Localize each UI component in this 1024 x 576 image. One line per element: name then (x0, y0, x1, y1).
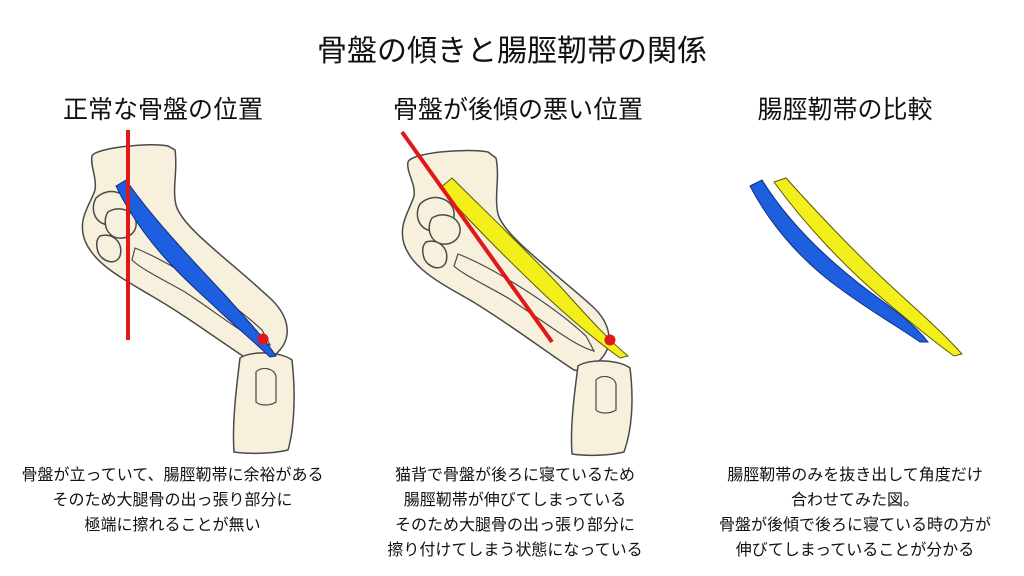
caption-line: そのため大腿骨の出っ張り部分に (52, 490, 293, 509)
caption-line: 骨盤が後傾で後ろに寝ている時の方が (718, 515, 991, 534)
caption-normal: 骨盤が立っていて、腸脛靭帯に余裕がある そのため大腿骨の出っ張り部分に 極端に擦… (0, 462, 345, 537)
femoral-head (428, 214, 461, 245)
caption-line: 擦り付けてしまう状態になっている (387, 540, 643, 559)
panel-heading-posterior-tilt: 骨盤が後傾の悪い位置 (392, 95, 643, 124)
panel-heading-comparison: 腸脛靭帯の比較 (757, 95, 933, 124)
normal-iliotibial-band (749, 179, 930, 343)
stretched-iliotibial-band (773, 177, 963, 357)
diagram-title: 骨盤の傾きと腸脛靭帯の関係 (317, 34, 707, 69)
obturator (421, 240, 448, 269)
caption-comparison: 腸脛靭帯のみを抜き出して角度だけ 合わせてみた図。 骨盤が後傾で後ろに寝ている時… (690, 462, 1020, 562)
stretched-iliotibial-band (439, 177, 630, 359)
fibula (255, 367, 277, 406)
posterior-tilt-figure (400, 130, 633, 457)
fibula (595, 375, 617, 414)
caption-line: 猫背で骨盤が後ろに寝ているため (394, 465, 635, 484)
caption-line: 腸脛靭帯のみを抜き出して角度だけ (727, 465, 983, 484)
panel-heading-normal: 正常な骨盤の位置 (62, 95, 263, 124)
caption-line: そのため大腿骨の出っ張り部分に (394, 515, 635, 534)
obturator (95, 234, 122, 263)
caption-line: 伸びてしまっていることが分かる (735, 540, 975, 559)
normal-iliotibial-band (115, 179, 277, 358)
caption-line: 腸脛靭帯が伸びてしまっている (403, 490, 627, 509)
caption-line: 合わせてみた図。 (790, 490, 919, 509)
femur-prominence-marker (257, 333, 269, 345)
caption-line: 極端に擦れることが無い (84, 515, 261, 534)
pelvis-tilted-line (400, 130, 554, 344)
comparison-figure (749, 177, 963, 357)
femur-prominence-marker (604, 334, 616, 346)
normal-pelvis-figure (81, 130, 295, 455)
caption-posterior-tilt: 猫背で骨盤が後ろに寝ているため 腸脛靭帯が伸びてしまっている そのため大腿骨の出… (350, 462, 680, 562)
caption-line: 骨盤が立っていて、腸脛靭帯に余裕がある (21, 465, 324, 484)
